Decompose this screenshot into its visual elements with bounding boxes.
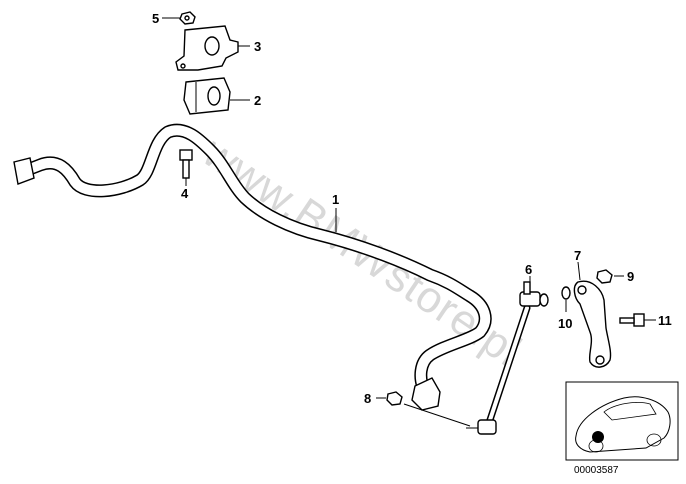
callout-1: 1: [332, 192, 339, 207]
rubber-bushing: [183, 77, 231, 115]
hex-nut-5: [179, 11, 196, 25]
hex-nut-8: [386, 391, 403, 406]
hex-bolt-4: [179, 149, 193, 179]
diagram-code: 00003587: [574, 465, 619, 476]
hex-bolt-11: [619, 313, 645, 327]
callout-5: 5: [152, 11, 159, 26]
mounting-bracket: [175, 25, 239, 71]
bar-left-end: [13, 157, 35, 185]
callout-3: 3: [254, 39, 261, 54]
location-marker: [592, 431, 604, 443]
callout-8: 8: [364, 391, 371, 406]
washer: [561, 286, 571, 300]
hex-nut-9: [596, 269, 613, 284]
link-bracket: [573, 280, 612, 368]
callout-6: 6: [525, 262, 532, 277]
car-locator-inset: 00003587: [565, 381, 679, 476]
stabilizer-link: [466, 281, 549, 435]
callout-10: 10: [558, 316, 572, 331]
callout-7: 7: [574, 248, 581, 263]
callout-9: 9: [627, 269, 634, 284]
callout-2: 2: [254, 93, 261, 108]
leader-lines: [162, 17, 656, 427]
callout-4: 4: [181, 186, 189, 201]
stabilizer-bar: [13, 123, 492, 411]
callout-11: 11: [658, 313, 672, 328]
bar-right-end: [411, 377, 441, 411]
